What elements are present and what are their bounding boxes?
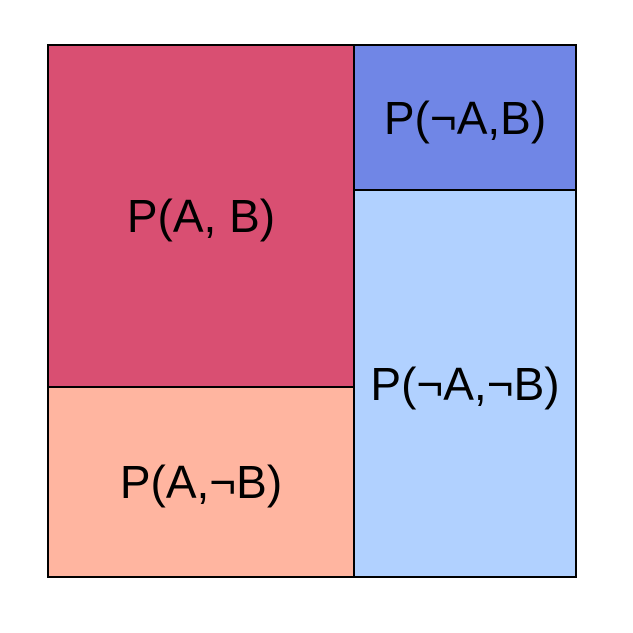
- cell-a-and-not-b: P(A,¬B): [49, 388, 355, 576]
- cell-not-a-and-not-b: P(¬A,¬B): [355, 191, 575, 576]
- cell-a-and-not-b-label: P(A,¬B): [119, 456, 283, 508]
- cell-not-a-and-b-label: P(¬A,B): [383, 91, 547, 144]
- cell-a-and-b-label: P(A, B): [126, 190, 276, 242]
- cell-not-a-and-not-b-label: P(¬A,¬B): [370, 357, 560, 410]
- cell-not-a-and-b: P(¬A,B): [355, 46, 575, 191]
- cell-a-and-b: P(A, B): [49, 46, 355, 388]
- probability-mosaic: P(A, B) P(A,¬B) P(¬A,B) P(¬A,¬B): [47, 44, 577, 578]
